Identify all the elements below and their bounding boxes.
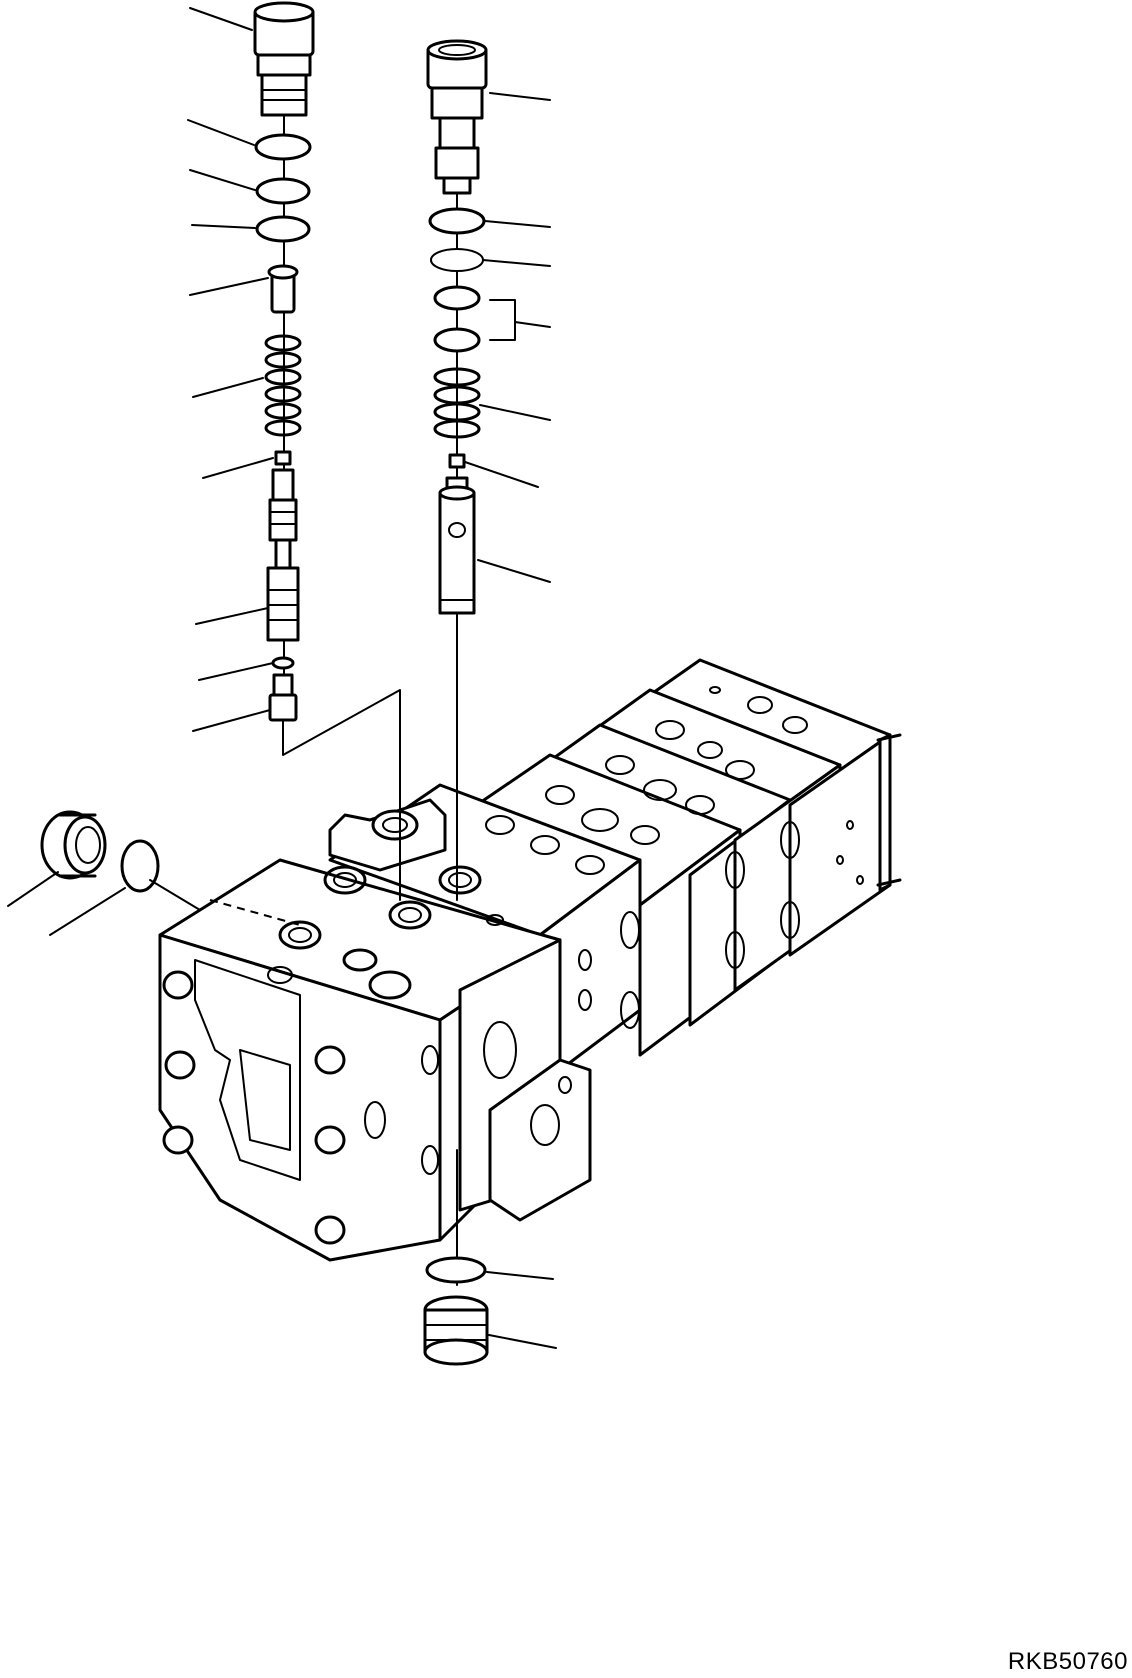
side-plug-assembly [40, 810, 201, 911]
right-seat [448, 453, 466, 469]
leader-lines [7, 7, 557, 1349]
right-plug [426, 39, 488, 195]
right-spool [438, 476, 476, 615]
valve-spool [266, 468, 300, 642]
right-o-ring-3 [433, 285, 481, 311]
o-ring-2 [255, 177, 311, 205]
right-valve-assembly [426, 39, 516, 901]
front-bolts [162, 970, 346, 1245]
side-plug [40, 810, 107, 880]
backup-ring [271, 656, 295, 670]
right-spring [433, 367, 481, 439]
right-o-ring-2 [430, 248, 484, 272]
bottom-plug-assembly [423, 1149, 489, 1366]
plug-cap [253, 1, 315, 117]
drawing-code: RKB50760 [1007, 1648, 1128, 1675]
bottom-o-ring [425, 1256, 487, 1284]
left-valve-assembly [253, 1, 401, 901]
o-ring-3 [255, 215, 311, 243]
side-o-ring [120, 839, 160, 893]
piston [267, 264, 299, 314]
control-valve-body [158, 658, 902, 1262]
seat-plug [268, 673, 298, 722]
right-o-ring-4 [433, 327, 481, 353]
small-seat [274, 450, 292, 466]
o-ring-1 [254, 133, 312, 161]
bottom-plug [423, 1295, 489, 1366]
right-o-ring-1 [428, 207, 486, 235]
spring [264, 334, 302, 437]
